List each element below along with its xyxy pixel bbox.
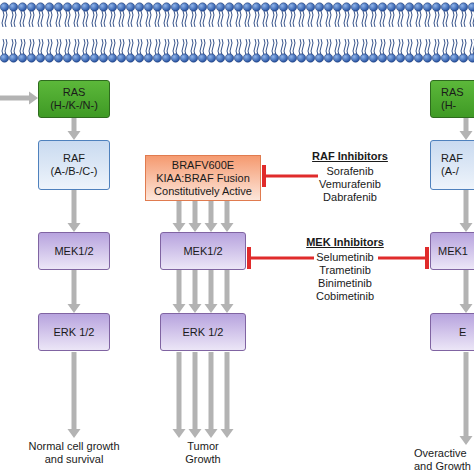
box-text: (A-/B-/C-) (50, 165, 97, 178)
box-text: (A-/ (441, 165, 459, 178)
signal-arrow (460, 118, 473, 140)
signal-arrow (68, 118, 81, 140)
pathway-box: RAF(A-/ (430, 140, 474, 190)
annotation-text: Sorafenib (295, 165, 405, 178)
outcome-arrow (173, 352, 186, 438)
pathway-box: E (430, 313, 474, 351)
signal-arrow (173, 270, 186, 313)
box-text: ERK 1/2 (183, 326, 224, 339)
inhibition-lines (249, 165, 427, 269)
signal-arrow (189, 201, 202, 232)
inhibitor-heading: MEK Inhibitors (290, 236, 400, 249)
box-text: RAF (63, 152, 85, 165)
pathway-box: BRAFV600EKIAA:BRAF FusionConstitutively … (145, 155, 261, 201)
outcome-arrow (189, 352, 202, 438)
annotation-text: Selumetinib (290, 251, 400, 264)
pathway-box: ERK 1/2 (160, 313, 246, 351)
outcome-arrow (205, 352, 218, 438)
signal-arrow (205, 270, 218, 313)
signal-arrow (0, 92, 38, 105)
cell-membrane (0, 0, 474, 66)
inhibition-bar (247, 247, 251, 269)
box-text: BRAFV600E (172, 159, 234, 172)
annotation-text: Normal cell growth and survival (20, 440, 128, 466)
annotation-text: Tumor Growth (178, 440, 228, 466)
annotation-text: Vemurafenib (295, 178, 405, 191)
box-text: KIAA:BRAF Fusion (156, 172, 250, 185)
box-text: MEK1/2 (54, 245, 93, 258)
pathway-box: MEK1/2 (160, 232, 246, 270)
pathway-box: RAS(H-/K-/N-) (38, 80, 110, 118)
pathway-box: ERK 1/2 (38, 313, 110, 351)
box-text: RAS (63, 86, 86, 99)
box-text: MEK1/2 (183, 245, 222, 258)
annotation-text: Binimetinib (290, 277, 400, 290)
signal-arrow (68, 270, 81, 313)
signal-arrow (460, 190, 473, 232)
box-text: ERK 1/2 (54, 326, 95, 339)
signal-arrow (221, 270, 234, 313)
box-text: E (459, 326, 466, 339)
inhibition-line (264, 175, 318, 178)
outcome-arrow (221, 352, 234, 438)
annotation-text: Cobimetinib (290, 290, 400, 303)
box-text: RAF (441, 152, 463, 165)
signal-arrow (205, 201, 218, 232)
inhibition-bar (262, 165, 266, 187)
outcome-arrow (460, 352, 473, 445)
signal-arrow (460, 270, 473, 313)
signal-arrow (173, 201, 186, 232)
box-text: MEK1 (438, 245, 468, 258)
box-text: Constitutively Active (154, 185, 252, 198)
box-text: RAS (441, 86, 464, 99)
annotation-text: Trametinib (290, 264, 400, 277)
inhibition-line (249, 257, 314, 260)
pathway-box: MEK1/2 (38, 232, 110, 270)
box-text: (H-/K-/N-) (50, 99, 98, 112)
pathway-box: MEK1 (430, 232, 474, 270)
pathway-box: RAS(H- (430, 80, 474, 118)
signal-arrow (189, 270, 202, 313)
inhibitor-heading: RAF Inhibitors (295, 150, 405, 163)
inhibition-line (378, 257, 427, 260)
inhibition-bar (425, 247, 429, 269)
signal-arrow (221, 201, 234, 232)
annotation-text: Dabrafenib (295, 191, 405, 204)
annotation-text: Overactive and Growth (414, 447, 474, 473)
signal-arrow (68, 190, 81, 232)
gray-arrows (0, 92, 473, 446)
box-text: (H- (441, 99, 456, 112)
pathway-box: RAF(A-/B-/C-) (38, 140, 110, 190)
outcome-arrow (68, 352, 81, 438)
